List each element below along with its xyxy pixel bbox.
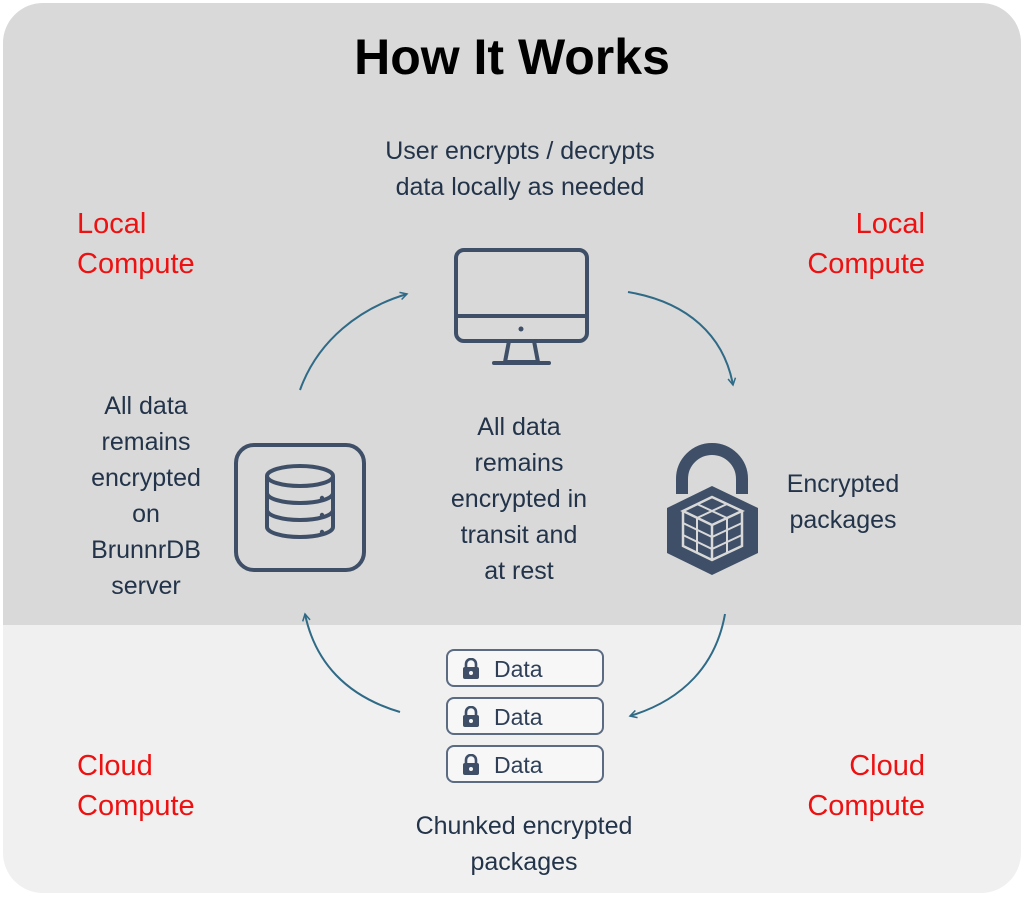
- top-caption-line: data locally as needed: [395, 173, 645, 201]
- zone-label-line: Local: [77, 208, 147, 240]
- center-caption-line: transit and: [460, 521, 578, 549]
- right-caption-line: Encrypted: [786, 470, 900, 498]
- left-caption-line: remains: [101, 428, 191, 456]
- left-caption-line: All data: [104, 392, 188, 420]
- data-chunk-label: Data: [494, 656, 543, 682]
- monitor-icon: [454, 248, 589, 365]
- zone-label-bottom-right: Cloud Compute: [720, 746, 925, 826]
- lock-icon: [463, 658, 479, 679]
- lock-icon: [463, 706, 479, 727]
- arrow-lock-to-chunks: [630, 613, 726, 716]
- zone-label-line: Cloud: [77, 750, 153, 782]
- database-icon: [234, 443, 366, 572]
- padlock-cube-icon: [667, 443, 758, 575]
- right-caption-line: packages: [789, 506, 897, 534]
- top-caption: User encrypts / decrypts data locally as…: [330, 133, 710, 205]
- left-caption: All data remains encrypted on BrunnrDB s…: [66, 388, 226, 604]
- top-caption-line: User encrypts / decrypts: [385, 137, 655, 165]
- data-chunk-label: Data: [494, 752, 543, 778]
- zone-label-line: Compute: [77, 248, 195, 280]
- data-chunk-label: Data: [494, 704, 543, 730]
- zone-label-line: Compute: [807, 248, 925, 280]
- arrow-monitor-to-lock: [627, 291, 733, 385]
- left-caption-line: encrypted: [91, 464, 201, 492]
- zone-label-line: Compute: [807, 790, 925, 822]
- center-caption-line: remains: [474, 449, 564, 477]
- center-caption-line: at rest: [484, 557, 554, 585]
- zone-label-line: Local: [855, 208, 925, 240]
- data-chunk: Data: [446, 697, 604, 735]
- zone-label-line: Compute: [77, 790, 195, 822]
- zone-label-line: Cloud: [849, 750, 925, 782]
- arrow-database-to-monitor: [299, 294, 407, 391]
- zone-label-bottom-left: Cloud Compute: [77, 746, 195, 826]
- center-caption: All data remains encrypted in transit an…: [414, 409, 624, 589]
- diagram-title: How It Works: [354, 29, 670, 85]
- left-caption-line: on: [132, 500, 160, 528]
- bottom-caption-line: packages: [470, 848, 578, 876]
- data-chunk: Data: [446, 649, 604, 687]
- bottom-caption: Chunked encrypted packages: [374, 808, 674, 880]
- left-caption-line: server: [111, 572, 181, 600]
- bottom-caption-line: Chunked encrypted: [415, 812, 633, 840]
- data-chunk: Data: [446, 745, 604, 783]
- zone-label-top-right: Local Compute: [720, 204, 925, 284]
- left-caption-line: BrunnrDB: [91, 536, 201, 564]
- center-caption-line: All data: [477, 413, 561, 441]
- zone-label-top-left: Local Compute: [77, 204, 195, 284]
- right-caption: Encrypted packages: [768, 466, 918, 538]
- lock-icon: [463, 754, 479, 775]
- arrow-chunks-to-database: [305, 614, 401, 713]
- center-caption-line: encrypted in: [450, 485, 588, 513]
